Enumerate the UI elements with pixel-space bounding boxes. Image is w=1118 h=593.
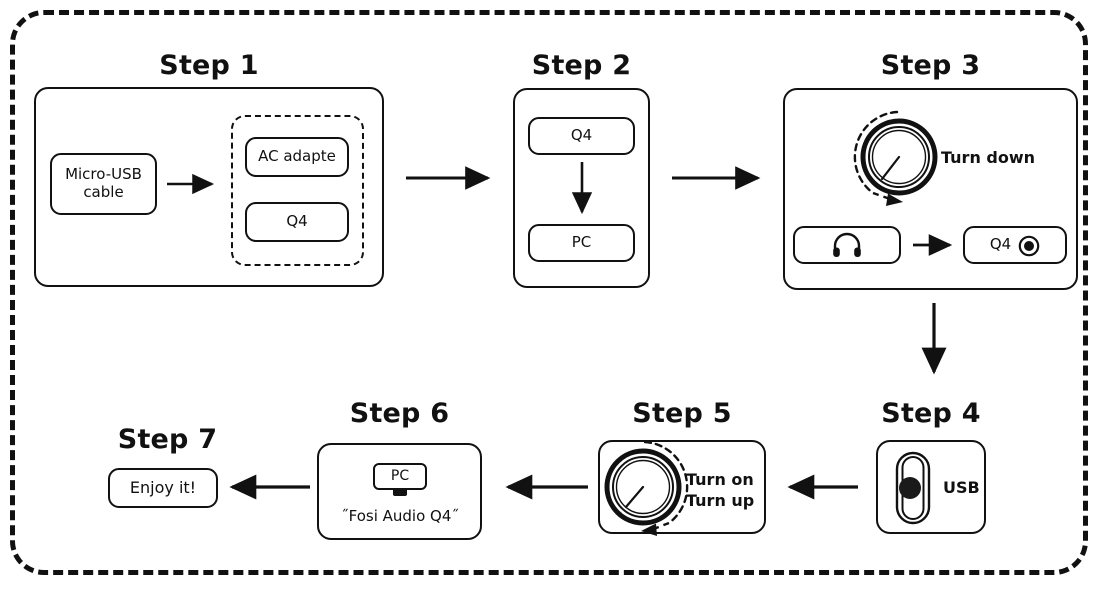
ac-adapter-box[interactable]: AC adapte — [245, 137, 349, 177]
step2-pc-label: PC — [571, 233, 592, 252]
usb-toggle-switch[interactable] — [891, 450, 935, 526]
pc-monitor-icon: PC — [373, 463, 427, 490]
enjoy-it-box[interactable]: Enjoy it! — [108, 468, 218, 508]
micro-usb-cable-line1: Micro-USB — [65, 165, 142, 184]
step-1-heading: Step 1 — [159, 50, 259, 81]
step-4-panel — [876, 440, 986, 534]
step-7-heading: Step 7 — [117, 424, 218, 455]
q4-output-box[interactable]: Q4 — [963, 226, 1067, 264]
step-1-dashed-group — [231, 115, 364, 266]
q4-output-label: Q4 — [989, 235, 1012, 254]
pc-monitor-stand — [393, 489, 407, 496]
outer-dashed-frame — [10, 10, 1088, 575]
pc-monitor-label: PC — [390, 468, 410, 485]
micro-usb-cable-box[interactable]: Micro-USB cable — [50, 153, 157, 215]
fosi-audio-caption: ˝Fosi Audio Q4˝ — [341, 507, 459, 525]
step1-q4-box[interactable]: Q4 — [245, 202, 349, 242]
step-4-heading: Step 4 — [881, 398, 981, 429]
audio-jack-icon — [1018, 235, 1040, 257]
step2-pc-box[interactable]: PC — [528, 224, 635, 262]
step-5-heading: Step 5 — [632, 398, 732, 429]
step1-q4-label: Q4 — [286, 212, 308, 231]
step-2-heading: Step 2 — [531, 50, 632, 81]
step2-q4-box[interactable]: Q4 — [528, 117, 635, 155]
turn-down-label: Turn down — [941, 148, 1036, 167]
micro-usb-cable-line2: cable — [83, 183, 124, 201]
headphone-box[interactable] — [793, 226, 901, 264]
step2-q4-label: Q4 — [570, 126, 593, 145]
usb-label: USB — [943, 478, 980, 497]
step-3-heading: Step 3 — [880, 50, 981, 81]
turn-up-label: Turn up — [686, 491, 755, 510]
ac-adapter-label: AC adapte — [258, 147, 336, 166]
step-6-heading: Step 6 — [349, 398, 450, 429]
turn-on-label: Turn on — [686, 470, 754, 489]
enjoy-it-label: Enjoy it! — [129, 477, 197, 497]
headphones-icon — [833, 232, 861, 257]
